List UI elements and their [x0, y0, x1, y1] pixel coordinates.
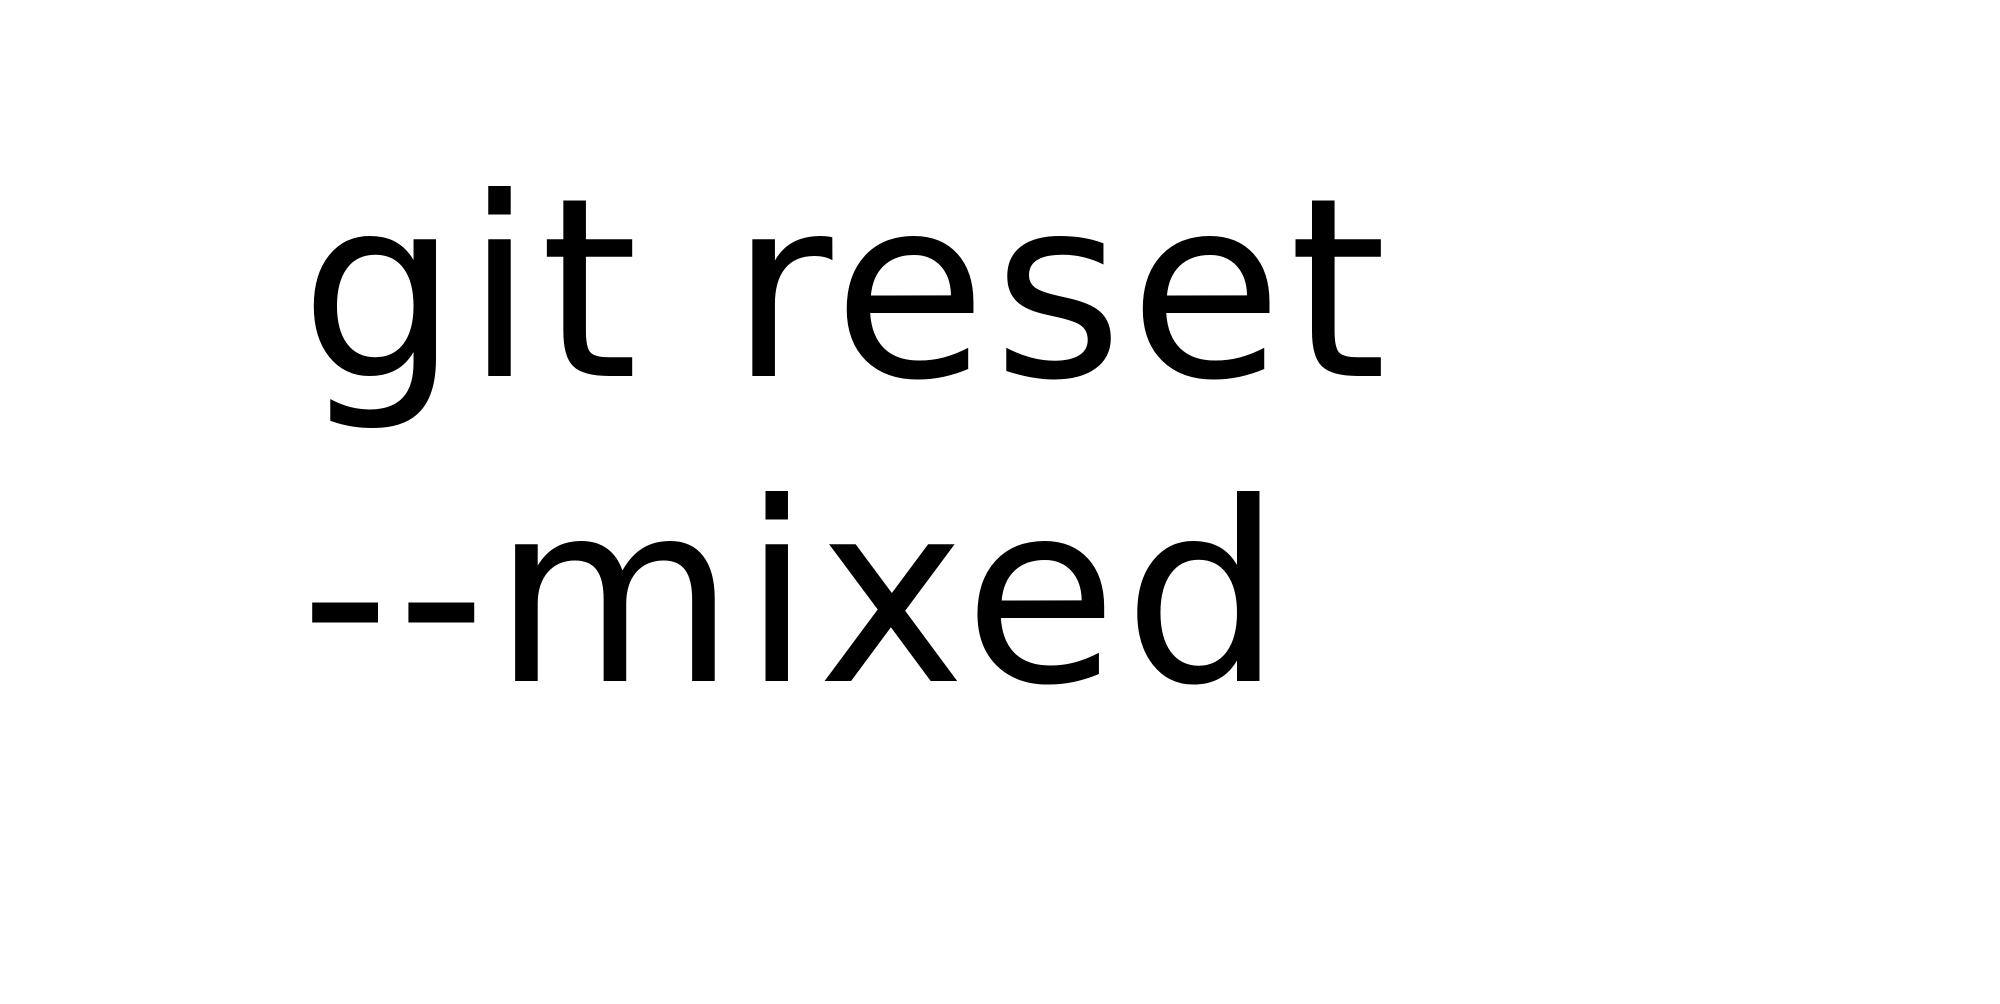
- command-line-2: --mixed: [300, 449, 1289, 740]
- command-line-1: git reset: [300, 144, 1393, 435]
